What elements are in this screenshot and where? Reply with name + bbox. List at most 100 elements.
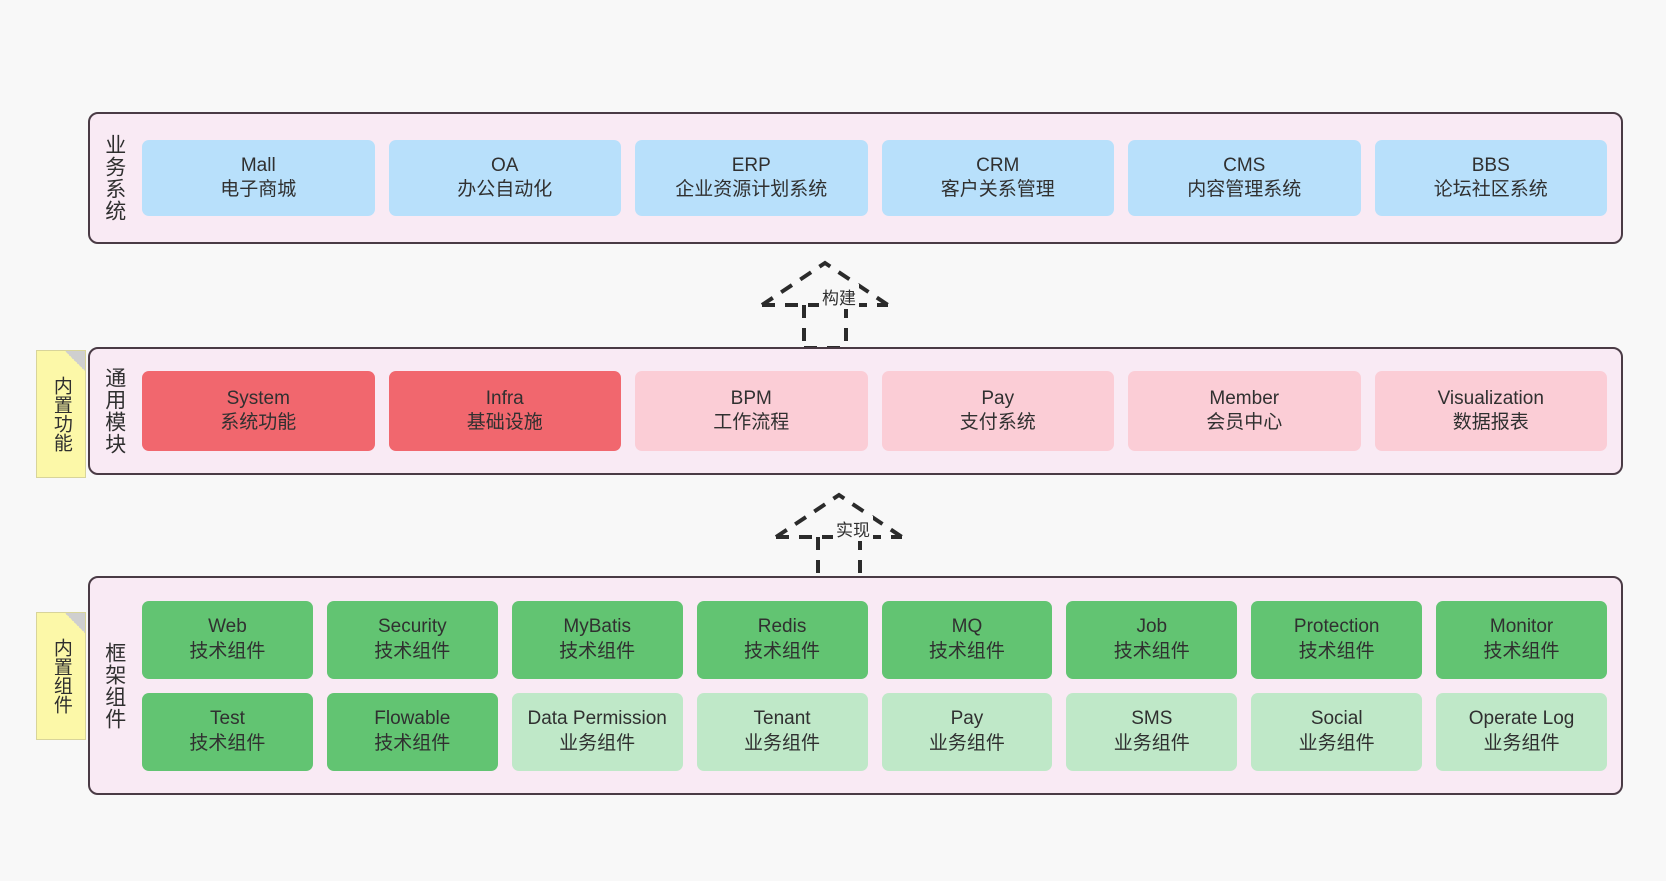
- layer-body-modules: System 系统功能 Infra 基础设施 BPM 工作流程 Pay 支付系统…: [138, 349, 1621, 473]
- connector-label-build: 构建: [819, 284, 859, 309]
- note-builtin-functions: 内置功能: [36, 350, 86, 478]
- note-label: 内置功能: [50, 376, 72, 452]
- node-desc: 技术组件: [374, 640, 451, 662]
- layer-title-business: 业务系统: [102, 134, 126, 222]
- node-name: Flowable: [374, 708, 451, 730]
- node-desc: 电子商城: [220, 179, 297, 200]
- node-name: Infra: [485, 387, 524, 409]
- node-operate-log[interactable]: Operate Log 业务组件: [1436, 692, 1607, 771]
- node-desc: 数据报表: [1452, 412, 1529, 433]
- node-row: Test 技术组件 Flowable 技术组件 Data Permission …: [142, 692, 1607, 771]
- node-bpm[interactable]: BPM 工作流程: [635, 371, 868, 451]
- node-desc: 内容管理系统: [1187, 179, 1302, 200]
- layer-common-modules: 通用模块 System 系统功能 Infra 基础设施 BPM 工作流程 Pay…: [88, 347, 1623, 475]
- node-desc: 技术组件: [374, 732, 451, 754]
- node-test[interactable]: Test 技术组件: [142, 692, 313, 771]
- page-fold-icon: [65, 613, 85, 633]
- node-desc: 技术组件: [189, 640, 266, 662]
- node-sms[interactable]: SMS 业务组件: [1066, 692, 1238, 771]
- node-row: System 系统功能 Infra 基础设施 BPM 工作流程 Pay 支付系统…: [142, 371, 1607, 451]
- arrow-head-triangle: [774, 492, 904, 539]
- node-name: Mall: [240, 154, 276, 176]
- node-desc: 办公自动化: [457, 179, 553, 200]
- node-desc: 技术组件: [928, 640, 1005, 662]
- layer-body-framework: Web 技术组件 Security 技术组件 MyBatis 技术组件 Redi…: [138, 578, 1621, 793]
- node-name: CRM: [976, 154, 1020, 176]
- node-desc: 工作流程: [713, 412, 790, 433]
- node-desc: 业务组件: [744, 732, 821, 754]
- node-desc: 技术组件: [1483, 640, 1560, 662]
- node-pay-module[interactable]: Pay 支付系统: [881, 371, 1114, 451]
- layer-business-system: 业务系统 Mall 电子商城 OA 办公自动化 ERP 企业资源计划系统 CRM…: [88, 112, 1623, 244]
- node-protection[interactable]: Protection 技术组件: [1251, 600, 1423, 679]
- node-member[interactable]: Member 会员中心: [1128, 371, 1361, 451]
- node-data-permission[interactable]: Data Permission 业务组件: [511, 692, 683, 771]
- node-desc: 业务组件: [1113, 732, 1190, 754]
- page-fold-icon: [65, 351, 85, 371]
- node-name: Pay: [950, 708, 984, 730]
- node-security[interactable]: Security 技术组件: [326, 600, 498, 679]
- node-name: BPM: [730, 387, 772, 409]
- node-name: Data Permission: [527, 708, 667, 730]
- connector-label-implement: 实现: [833, 516, 873, 541]
- node-row: Mall 电子商城 OA 办公自动化 ERP 企业资源计划系统 CRM 客户关系…: [142, 140, 1607, 216]
- note-builtin-components: 内置组件: [36, 612, 86, 740]
- node-name: Job: [1136, 616, 1168, 638]
- node-oa[interactable]: OA 办公自动化: [388, 140, 621, 216]
- node-mq[interactable]: MQ 技术组件: [881, 600, 1053, 679]
- node-tenant[interactable]: Tenant 业务组件: [696, 692, 868, 771]
- node-desc: 会员中心: [1206, 412, 1283, 433]
- node-desc: 业务组件: [1483, 732, 1560, 754]
- node-name: Protection: [1293, 616, 1380, 638]
- connector-build: 构建: [757, 258, 907, 350]
- node-desc: 技术组件: [189, 732, 266, 754]
- node-social[interactable]: Social 业务组件: [1251, 692, 1423, 771]
- node-name: Member: [1209, 387, 1280, 409]
- node-name: Operate Log: [1468, 708, 1575, 730]
- arrow-head-triangle: [760, 260, 890, 307]
- node-monitor[interactable]: Monitor 技术组件: [1436, 600, 1607, 679]
- node-desc: 技术组件: [1113, 640, 1190, 662]
- node-infra[interactable]: Infra 基础设施: [388, 371, 621, 451]
- node-name: Web: [208, 616, 247, 638]
- node-mall[interactable]: Mall 电子商城: [142, 140, 375, 216]
- node-desc: 业务组件: [559, 732, 636, 754]
- node-pay-component[interactable]: Pay 业务组件: [881, 692, 1053, 771]
- node-erp[interactable]: ERP 企业资源计划系统: [635, 140, 868, 216]
- node-name: ERP: [731, 154, 771, 176]
- node-system[interactable]: System 系统功能: [142, 371, 375, 451]
- node-bbs[interactable]: BBS 论坛社区系统: [1374, 140, 1607, 216]
- node-mybatis[interactable]: MyBatis 技术组件: [511, 600, 683, 679]
- node-name: Monitor: [1489, 616, 1554, 638]
- node-desc: 业务组件: [1298, 732, 1375, 754]
- node-job[interactable]: Job 技术组件: [1066, 600, 1238, 679]
- node-desc: 支付系统: [959, 412, 1036, 433]
- node-flowable[interactable]: Flowable 技术组件: [326, 692, 498, 771]
- node-web[interactable]: Web 技术组件: [142, 600, 313, 679]
- layer-title-modules: 通用模块: [102, 367, 126, 455]
- node-name: Test: [210, 708, 245, 730]
- node-cms[interactable]: CMS 内容管理系统: [1128, 140, 1361, 216]
- node-name: MyBatis: [563, 616, 631, 638]
- layer-body-business: Mall 电子商城 OA 办公自动化 ERP 企业资源计划系统 CRM 客户关系…: [138, 114, 1621, 242]
- node-name: CMS: [1223, 154, 1266, 176]
- node-desc: 系统功能: [220, 412, 297, 433]
- node-visualization[interactable]: Visualization 数据报表: [1374, 371, 1607, 451]
- node-desc: 技术组件: [1298, 640, 1375, 662]
- node-name: MQ: [951, 616, 983, 638]
- node-crm[interactable]: CRM 客户关系管理: [881, 140, 1114, 216]
- node-desc: 客户关系管理: [940, 179, 1055, 200]
- node-desc: 技术组件: [559, 640, 636, 662]
- node-name: SMS: [1131, 708, 1173, 730]
- node-desc: 业务组件: [928, 732, 1005, 754]
- node-name: OA: [491, 154, 519, 176]
- node-redis[interactable]: Redis 技术组件: [696, 600, 868, 679]
- connector-implement: 实现: [771, 490, 921, 582]
- node-row: Web 技术组件 Security 技术组件 MyBatis 技术组件 Redi…: [142, 600, 1607, 679]
- node-name: Security: [377, 616, 447, 638]
- node-desc: 论坛社区系统: [1433, 179, 1548, 200]
- node-name: BBS: [1471, 154, 1510, 176]
- node-name: System: [226, 387, 290, 409]
- node-name: Tenant: [753, 708, 811, 730]
